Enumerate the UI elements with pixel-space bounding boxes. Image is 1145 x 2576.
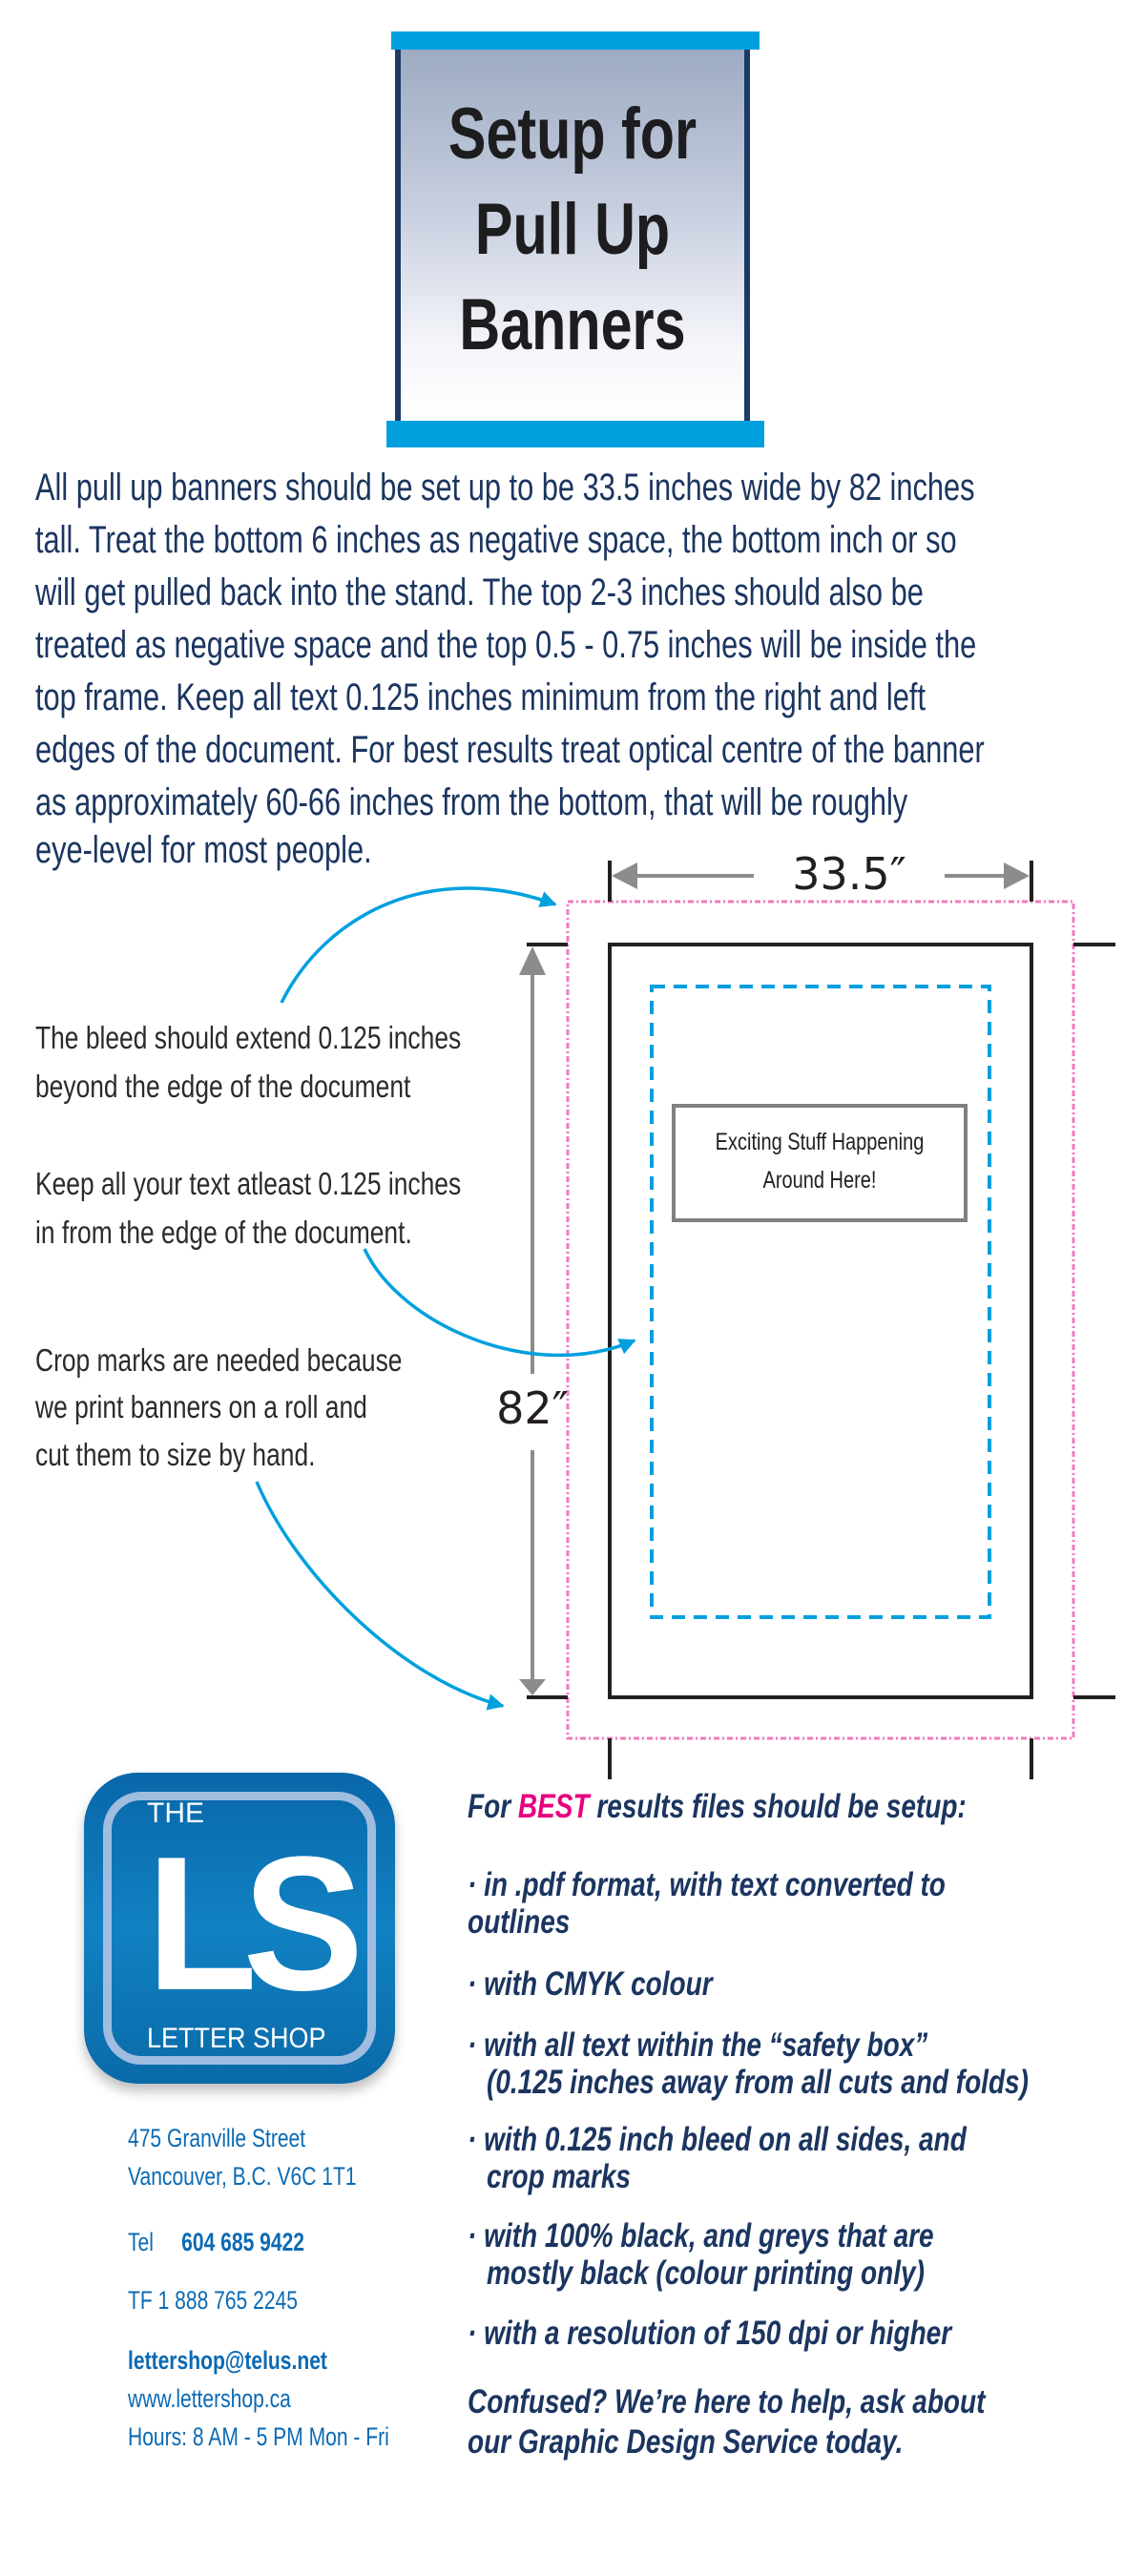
safety-note: in from the edge of the document. <box>35 1215 412 1250</box>
toll-free: TF 1 888 765 2245 <box>128 2286 298 2315</box>
heading-text: results files should be setup: <box>589 1788 967 1825</box>
requirement-item: · in .pdf format, with text converted to <box>468 1866 946 1903</box>
requirement-item: crop marks <box>487 2158 631 2195</box>
tel-label: Tel <box>128 2228 154 2256</box>
requirements-heading: For BEST results files should be setup: <box>468 1790 967 1824</box>
closing-line: Confused? We’re here to help, ask about <box>468 2383 986 2420</box>
requirement-item: · with CMYK colour <box>468 1965 713 2003</box>
intro-line: All pull up banners should be set up to … <box>35 467 975 509</box>
intro-line: tall. Treat the bottom 6 inches as negat… <box>35 519 957 561</box>
title-bottom-bar <box>386 421 764 447</box>
letter-shop-logo: THE LS LETTER SHOP <box>84 1773 395 2084</box>
bleed-outline <box>566 900 1075 1740</box>
requirement-item: · with a resolution of 150 dpi or higher <box>468 2315 952 2352</box>
sample-text-box <box>672 1104 968 1222</box>
bleed-pointer-arrow <box>280 886 557 1004</box>
intro-line: top frame. Keep all text 0.125 inches mi… <box>35 676 926 718</box>
intro-line: eye-level for most people. <box>35 829 372 871</box>
intro-line: will get pulled back into the stand. The… <box>35 571 924 613</box>
height-dimension-arrow <box>519 946 546 1695</box>
intro-line: as approximately 60-66 inches from the b… <box>35 781 908 823</box>
title-top-bar <box>391 31 760 50</box>
closing-line: our Graphic Design Service today. <box>468 2423 904 2461</box>
logo-letters: LS <box>146 1818 364 2030</box>
heading-best: BEST <box>517 1788 590 1825</box>
crop-pointer-arrow <box>255 1481 505 1711</box>
title-box: Setup for Pull Up Banners <box>395 50 750 421</box>
safety-pointer-arrow <box>363 1248 636 1357</box>
intro-line: edges of the document. For best results … <box>35 729 985 771</box>
safety-box <box>650 985 991 1619</box>
bleed-note: beyond the edge of the document <box>35 1069 411 1104</box>
address-street: 475 Granville Street <box>128 2124 306 2152</box>
width-label: 33.5″ <box>754 849 945 899</box>
website-link[interactable]: www.lettershop.ca <box>128 2384 291 2413</box>
crop-marks <box>527 861 1115 1779</box>
sample-text-line: Around Here! <box>762 1167 877 1194</box>
sample-text: Exciting Stuff Happening Around Here! <box>674 1123 966 1199</box>
requirement-item: · with all text within the “safety box” <box>468 2026 928 2064</box>
sample-text-line: Exciting Stuff Happening <box>715 1129 925 1155</box>
title-line-3: Banners <box>459 284 686 365</box>
heading-text: For <box>468 1788 518 1825</box>
requirement-item: outlines <box>468 1903 571 1941</box>
phone-line: Tel 604 685 9422 <box>128 2227 304 2257</box>
crop-note: we print banners on a roll and <box>35 1389 367 1424</box>
crop-note: Crop marks are needed because <box>35 1342 403 1378</box>
requirement-item: · with 100% black, and greys that are <box>468 2217 934 2254</box>
crop-note: cut them to size by hand. <box>35 1437 316 1472</box>
business-hours: Hours: 8 AM - 5 PM Mon - Fri <box>128 2422 389 2451</box>
bleed-note: The bleed should extend 0.125 inches <box>35 1020 462 1055</box>
requirement-item: (0.125 inches away from all cuts and fol… <box>487 2064 1029 2101</box>
title-line-1: Setup for <box>448 93 697 175</box>
address-city: Vancouver, B.C. V6C 1T1 <box>128 2162 357 2191</box>
logo-name: LETTER SHOP <box>147 2023 326 2054</box>
requirement-item: mostly black (colour printing only) <box>487 2254 925 2292</box>
logo-the: THE <box>147 1797 204 1829</box>
height-label: 82″ <box>496 1382 569 1434</box>
tel-number[interactable]: 604 685 9422 <box>181 2228 305 2256</box>
email-link[interactable]: lettershop@telus.net <box>128 2346 327 2375</box>
intro-line: treated as negative space and the top 0.… <box>35 624 977 666</box>
trim-outline <box>608 943 1033 1699</box>
safety-note: Keep all your text atleast 0.125 inches <box>35 1166 462 1201</box>
requirement-item: · with 0.125 inch bleed on all sides, an… <box>468 2121 967 2158</box>
title-line-2: Pull Up <box>474 189 671 270</box>
